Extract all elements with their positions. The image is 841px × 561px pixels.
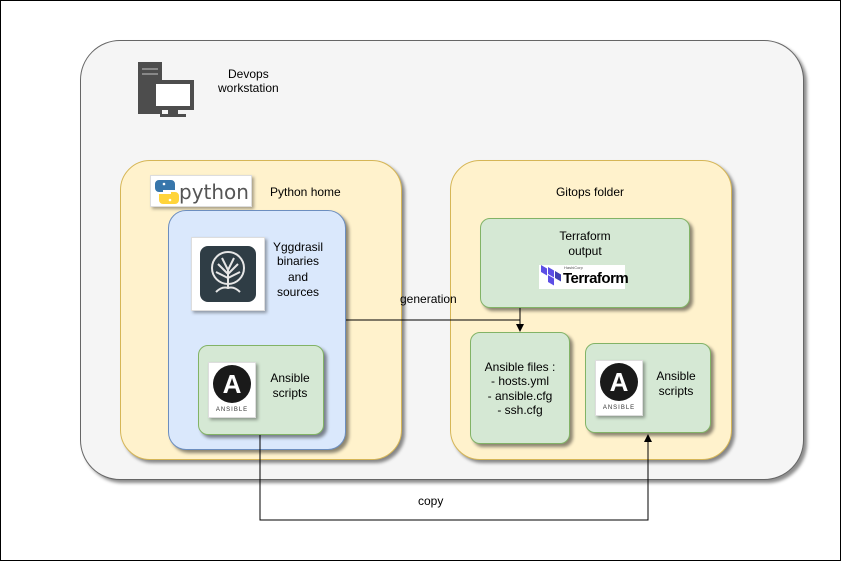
yggdrasil-label-line2: binaries [276,254,320,268]
workstation-label-line1: Devops [228,67,269,81]
ansible-files-title: Ansible files : [484,360,556,374]
terraform-logo-word: Terraform [563,270,629,287]
yggdrasil-label-line4: sources [276,285,320,299]
python-logo-icon: python [150,175,252,207]
ansible-files-item: - ssh.cfg [497,403,543,417]
terraform-output-container [480,218,690,308]
ansible-scripts-right-line2: scripts [658,384,694,398]
terraform-logo-icon: HashiCorp Terraform [539,265,629,289]
generation-edge-label: generation [400,292,457,306]
ansible-files-container [470,332,570,444]
yggdrasil-tree-icon [191,237,265,311]
python-home-label: Python home [270,185,341,199]
terraform-output-line2: output [568,244,602,258]
ansible-scripts-left-line1: Ansible [270,371,310,385]
terraform-output-line1: Terraform [559,229,611,243]
gitops-folder-label: Gitops folder [555,185,625,199]
ansible-files-item: - ansible.cfg [487,389,553,403]
ansible-logo-word: ANSIBLE [215,407,249,413]
copy-edge-label: copy [418,494,444,508]
python-logo-text: python [179,180,249,204]
ansible-logo-word: ANSIBLE [602,405,636,411]
ansible-logo-icon: A ANSIBLE [208,362,256,418]
yggdrasil-label-line3: and [287,270,309,284]
workstation-label-line2: workstation [218,81,279,95]
ansible-scripts-left-line2: scripts [272,386,308,400]
yggdrasil-label-line1: Yggdrasil [272,240,324,254]
terraform-logo-small: HashiCorp [564,265,583,270]
ansible-files-item: - hosts.yml [490,374,549,388]
ansible-scripts-right-line1: Ansible [656,369,696,383]
ansible-logo-icon: A ANSIBLE [595,360,643,416]
